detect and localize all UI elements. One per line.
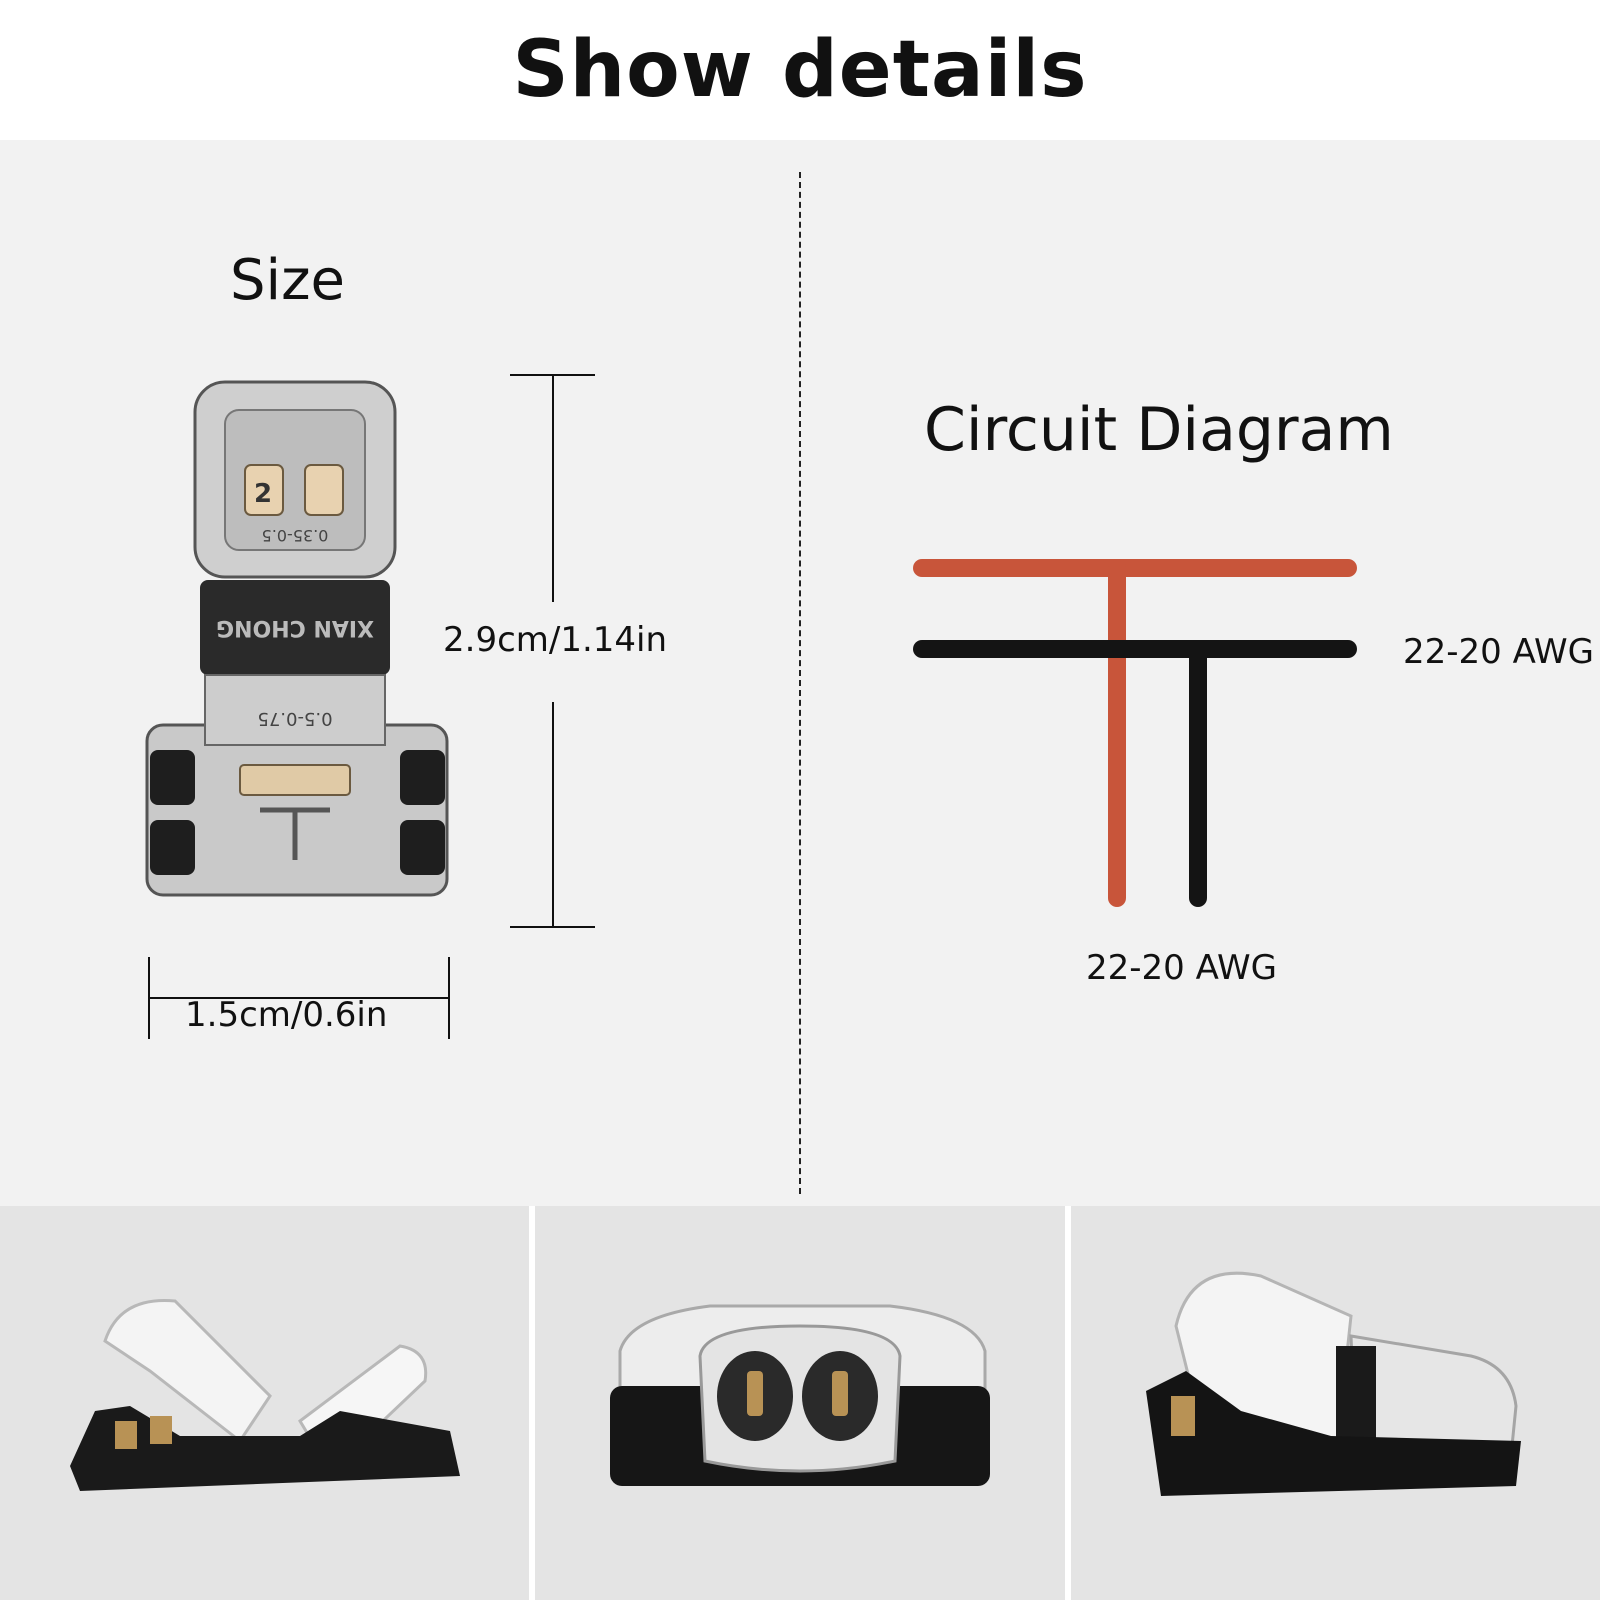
product-gallery xyxy=(0,1206,1600,1600)
open-connector-image xyxy=(70,1299,460,1491)
connector-lower-contacts xyxy=(239,764,351,796)
height-dimension-line xyxy=(510,374,595,928)
angle-body-clear xyxy=(1349,1334,1518,1463)
side-port-right-top xyxy=(400,750,445,805)
open-base xyxy=(70,1406,460,1491)
upper-size-imprint: 0.35-0.5 xyxy=(262,526,329,545)
connector-lower-stem xyxy=(204,674,386,746)
width-dimension-line xyxy=(148,957,450,1039)
front-pin-left xyxy=(747,1371,764,1416)
side-port-left-top xyxy=(150,750,195,805)
circuit-diagram xyxy=(913,559,1357,907)
connector-black-band xyxy=(200,580,390,675)
page-title: Show details xyxy=(512,25,1088,115)
t-symbol-mark xyxy=(260,807,330,860)
connector-top-view-image: 2 0.35-0.5 XIAN CHONG 0.5-0.75 xyxy=(145,380,449,897)
brand-imprint: XIAN CHONG xyxy=(216,615,374,640)
circuit-title: Circuit Diagram xyxy=(924,395,1394,465)
half-open-connector-image xyxy=(1145,1271,1521,1496)
angle-contact xyxy=(1170,1396,1195,1436)
connector-contact-right xyxy=(304,464,344,516)
open-contact-1 xyxy=(115,1421,137,1449)
open-lid-left xyxy=(103,1299,272,1444)
port-mark: 2 xyxy=(254,479,272,509)
connector-contact-left xyxy=(244,464,284,516)
main-wire-gauge-label: 22-20 AWG xyxy=(1403,632,1594,672)
page-header: Show details xyxy=(0,0,1600,140)
size-title: Size xyxy=(230,248,345,313)
closed-connector-image xyxy=(610,1304,991,1486)
side-port-left-bottom xyxy=(150,820,195,875)
angle-base xyxy=(1145,1371,1521,1496)
section-divider xyxy=(799,172,801,1194)
gallery-item-open-side xyxy=(0,1206,530,1600)
side-port-right-bottom xyxy=(400,820,445,875)
lower-size-imprint: 0.5-0.75 xyxy=(257,708,332,729)
open-contact-2 xyxy=(150,1416,172,1444)
gallery-item-angle xyxy=(1070,1206,1600,1600)
height-label: 2.9cm/1.14in xyxy=(443,620,668,660)
front-pin-right xyxy=(832,1371,849,1416)
gallery-item-front xyxy=(535,1206,1065,1600)
branch-wire-gauge-label: 22-20 AWG xyxy=(1086,948,1277,988)
width-label: 1.5cm/0.6in xyxy=(185,995,388,1035)
details-panel: Size 2 0.35-0.5 XIAN CHONG 0.5-0.75 2.9c… xyxy=(0,140,1600,1206)
